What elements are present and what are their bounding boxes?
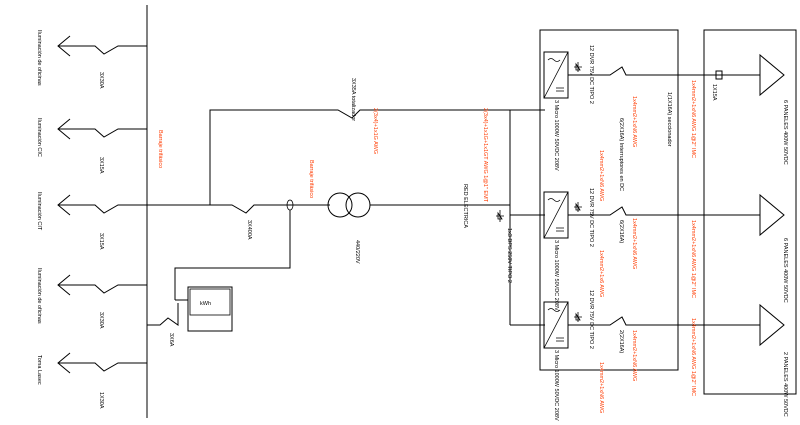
load-label-1: Iluminación de oficinas	[36, 30, 42, 86]
inverter-dps-1: 12 DVR 75V DC TIPO 2	[588, 45, 594, 104]
breaker-6-label: 3X6A	[168, 333, 174, 347]
panel-label-3: 2 PANELES 400W 50VDC	[782, 352, 788, 417]
transformer-primary-coil	[327, 192, 353, 218]
meter-branch: kWh 3X6A	[147, 210, 291, 347]
ac-cable-2b: 1x4mm2+1xN6 AWG	[631, 218, 637, 269]
dc-fuse-label: 1X15A	[711, 84, 717, 101]
load-breaker-4: 3X30A	[98, 312, 104, 329]
energy-meter	[187, 286, 233, 332]
ac-cable-3: 1x4mm2+1xN6 AWG	[598, 362, 604, 413]
load-breaker-3: 3X15A	[98, 233, 104, 250]
dps-icon-3	[574, 312, 582, 322]
load-label-4: Iluminación de oficinas	[36, 268, 42, 324]
load-branch-3: Iluminación CIT 3X15A	[36, 192, 147, 250]
ac-cable-2: 1x4mm2+1x6 AWG	[598, 250, 604, 297]
grid-label: RED ELECTRICA	[462, 184, 468, 228]
load-breaker-5: 1X30A	[98, 392, 104, 409]
pv-row-1: 3 Micro 1000W 50VDC 208V 12 DVR 75V DC T…	[543, 45, 788, 201]
transformer-label: 440/220V	[354, 240, 360, 264]
load-breaker-2: 3X15A	[98, 157, 104, 174]
dc-cable-2: 1x4mm2+1xN6 AWG 1@2" IMC	[690, 220, 696, 298]
pv-panel-1	[759, 53, 785, 97]
dc-cable-1: 1x4mm2+1xN6 AWG 1@2" IMC	[690, 80, 696, 158]
dps-icon-2	[574, 202, 582, 212]
spd-label: 1x3 DPS 250V TIPO 2	[506, 228, 512, 283]
inverter-power-3: 3 Micro 1000W 50VDC 208V	[553, 350, 559, 421]
load-branch-5: Toma Lasec 1X30A	[36, 352, 147, 409]
pv-panel-3	[759, 303, 785, 347]
panel-label-2: 6 PANELES 400W 50VDC	[782, 238, 788, 303]
pv-row-3: 3 Micro 1000W 50VDC 208V 12 DVR 75V DC T…	[543, 290, 788, 421]
feeder-cable-1: 2(3x4)+1x1G AWG	[372, 108, 378, 154]
pv-panel-2	[759, 193, 785, 237]
row-breaker-2: 6(2X16A)	[618, 220, 624, 243]
dc-cable-3: 1x4mm2+1xN6 AWG 1@2" IMC	[690, 318, 696, 396]
pv-row-2: 3 Micro 1000W 50VDC 208V 12 DVR 75V DC T…	[543, 188, 788, 311]
ac-cable-1: 1x4mm2+1xN6 AWG	[598, 150, 604, 201]
feeder-cable-2: 2(3x4)+1x1G+1x1GT AWG 1@1" EMT	[482, 108, 488, 203]
inverter-cabinet	[539, 29, 679, 371]
row-breaker-3: 2(2X16A)	[618, 330, 624, 353]
bus2-label: Barraje trifásico	[308, 160, 314, 198]
dc-fuse-1	[715, 70, 723, 80]
ac-cable-3b: 1x4mm2+1xN6 AWG	[631, 330, 637, 381]
ac-cable-1b: 1x4mm2+1xN6 AWG	[631, 96, 637, 147]
dps-icon-1	[574, 62, 582, 72]
pv-collector: 1x3 DPS 250V TIPO 2	[496, 109, 545, 326]
inverter-power-1: 3 Micro 1000W 50VDC 208V	[553, 100, 559, 171]
main-breaker-label: 3X35A totalizador	[350, 78, 356, 121]
load-label-3: Iluminación CIT	[36, 192, 42, 231]
panel-cabinet	[703, 29, 797, 395]
row-breaker-extra-1: 1(1X16A) seccionador	[666, 92, 672, 147]
transformer-branch: 3X400A 440/220V RED ELECTRICA Barraje tr…	[147, 160, 510, 264]
load-branch-1: Iluminación de oficinas 3X30A	[36, 30, 147, 89]
meter-label: kWh	[200, 301, 211, 307]
breaker-400-label: 3X400A	[246, 220, 252, 240]
main-feeder: 3X35A totalizador 2(3x4)+1x1G AWG 2(3x4)…	[147, 78, 510, 206]
inverter-dps-2: 12 DVR 75V DC TIPO 2	[588, 188, 594, 247]
inverter-power-2: 3 Micro 1000W 50VDC 208V	[553, 240, 559, 311]
load-branch-2: Iluminación CIC 3X15A	[36, 118, 147, 174]
load-branch-4: Iluminación de oficinas 3X30A	[36, 268, 147, 329]
load-label-5: Toma Lasec	[36, 355, 42, 385]
bus-label: Barraje trifásico	[157, 130, 163, 168]
row-breaker-1: 6(2X16A) Interruptores en DC	[618, 118, 624, 191]
load-label-2: Iluminación CIC	[36, 118, 42, 157]
load-breaker-1: 3X30A	[98, 72, 104, 89]
transformer-secondary-coil	[345, 192, 371, 218]
inverter-dps-3: 12 DVR 75V DC TIPO 2	[588, 290, 594, 349]
panel-label-1: 6 PANELES 400W 50VDC	[782, 100, 788, 165]
